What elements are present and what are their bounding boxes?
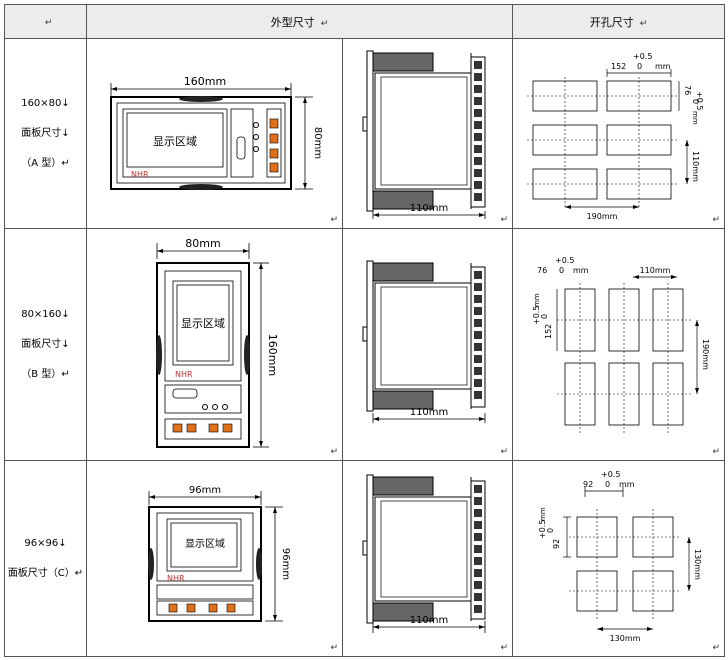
tol-plus-v: +0.5	[695, 91, 704, 110]
side-depth-label: 110mm	[410, 615, 449, 626]
tol-zero: 0	[637, 62, 642, 71]
pitch-y: 130mm	[693, 549, 702, 580]
tol-plus: +0.5	[601, 470, 620, 479]
tol-zero-v: 0	[540, 314, 549, 319]
tol-zero: 0	[559, 266, 564, 275]
front-height-label: 160mm	[266, 334, 279, 376]
terminal-block	[474, 271, 482, 399]
front-view-a: 160mm 显示区域 NHR	[86, 38, 343, 229]
cutout-view-c: +0.5 92 0 mm 92 +0.5 0	[512, 460, 725, 657]
tol-plus-v: +0.5	[538, 520, 547, 539]
brand-logo: NHR	[175, 370, 193, 379]
hole-height: 152	[544, 324, 553, 339]
row-label-c: 96×96↓ 面板尺寸（C）↵	[4, 460, 87, 657]
header-outline-title: 外型尺寸	[270, 15, 315, 29]
display-area-label: 显示区域	[153, 135, 197, 148]
cell-mark: ↵	[500, 447, 508, 457]
header-outline-mark: ↵	[320, 18, 329, 29]
tol-zero-v: 0	[546, 528, 555, 533]
side-drawing-c: 110mm	[362, 474, 486, 633]
cutout-drawing-a: +0.5 152 0 mm 76 +0.5	[527, 52, 704, 221]
side-drawing-a: 110mm	[362, 50, 486, 219]
hole-height: 76	[683, 85, 692, 95]
cell-mark: ↵	[330, 447, 338, 457]
tol-plus: +0.5	[555, 256, 574, 265]
label-line: 面板尺寸↓	[21, 127, 70, 139]
side-view-a: 110mm ↵	[342, 38, 513, 229]
hole-width: 152	[611, 62, 626, 71]
cell-mark: ↵	[330, 643, 338, 653]
label-line: 96×96↓	[24, 537, 67, 549]
header-corner-cell: ↵	[4, 4, 87, 39]
cutout-view-a: +0.5 152 0 mm 76 +0.5	[512, 38, 725, 229]
brand-logo: NHR	[167, 574, 185, 583]
pitch-x: 110mm	[640, 266, 671, 275]
unit-v: mm	[533, 293, 541, 307]
pitch-y: 110mm	[691, 151, 700, 182]
pitch-x: 130mm	[610, 634, 641, 643]
cell-mark: ↵	[500, 215, 508, 225]
front-width-label: 96mm	[189, 485, 221, 496]
label-line: 80×160↓	[21, 308, 70, 320]
front-width-label: 80mm	[185, 237, 220, 250]
corner-mark: ↵	[44, 18, 53, 28]
header-cutout-mark: ↵	[639, 18, 648, 29]
hole-width: 92	[583, 480, 593, 489]
hole-width: 76	[537, 266, 547, 275]
tol-plus: +0.5	[633, 52, 652, 61]
front-height-label: 80mm	[312, 127, 323, 159]
cutout-drawing-b: +0.5 76 0 mm 110mm 152	[532, 256, 710, 433]
pitch-y: 190mm	[701, 339, 710, 370]
front-view-b: 80mm 显示区域 NHR	[86, 228, 343, 461]
unit: mm	[573, 266, 589, 275]
header-cutout-cell: 开孔尺寸 ↵	[512, 4, 725, 39]
unit-v: mm	[691, 111, 699, 125]
front-width-label: 160mm	[184, 75, 226, 88]
cutout-view-b: +0.5 76 0 mm 110mm 152	[512, 228, 725, 461]
side-depth-label: 110mm	[410, 407, 449, 418]
table-row: 160×80↓ 面板尺寸↓ （A 型）↵ 160mm 显示区域 NHR	[4, 38, 725, 229]
side-drawing-b: 110mm	[362, 260, 486, 423]
terminal-block	[474, 61, 482, 201]
header-outline-cell: 外型尺寸 ↵	[86, 4, 513, 39]
tol-zero: 0	[605, 480, 610, 489]
side-view-c: 110mm ↵	[342, 460, 513, 657]
dimension-table: ↵ 外型尺寸 ↵ 开孔尺寸 ↵ 160×80↓ 面板尺寸↓ （A 型）↵ 160mm	[4, 4, 725, 657]
table-row: 96×96↓ 面板尺寸（C）↵ 96mm 显示区域 NHR	[4, 460, 725, 657]
side-view-b: 110mm ↵	[342, 228, 513, 461]
display-area-label: 显示区域	[181, 317, 225, 330]
label-line: 面板尺寸（C）↵	[7, 567, 84, 579]
row-label-b: 80×160↓ 面板尺寸↓ （B 型）↵	[4, 228, 87, 461]
row-label-a: 160×80↓ 面板尺寸↓ （A 型）↵	[4, 38, 87, 229]
side-depth-label: 110mm	[410, 203, 449, 214]
label-line: 面板尺寸↓	[21, 338, 70, 350]
unit: mm	[655, 62, 671, 71]
header-cutout-title: 开孔尺寸	[589, 15, 634, 29]
tol-plus-v: +0.5	[532, 306, 541, 325]
cutout-drawing-c: +0.5 92 0 mm 92 +0.5 0	[538, 470, 702, 643]
front-drawing-b: 80mm 显示区域 NHR	[156, 237, 279, 448]
brand-logo: NHR	[131, 170, 149, 179]
front-height-label: 96mm	[280, 548, 291, 580]
cell-mark: ↵	[712, 643, 720, 653]
table-row: 80×160↓ 面板尺寸↓ （B 型）↵ 80mm 显示区域 NHR	[4, 228, 725, 461]
cell-mark: ↵	[712, 215, 720, 225]
tol-zero-v: 0	[691, 99, 700, 104]
label-line: （A 型）↵	[21, 157, 70, 169]
cell-mark: ↵	[330, 215, 338, 225]
label-line: 160×80↓	[21, 97, 70, 109]
pitch-x: 190mm	[587, 212, 618, 221]
front-view-c: 96mm 显示区域 NHR 96mm	[86, 460, 343, 657]
front-drawing-c: 96mm 显示区域 NHR 96mm	[148, 485, 291, 622]
display-area-label: 显示区域	[185, 537, 225, 550]
cell-mark: ↵	[712, 447, 720, 457]
front-drawing-a: 160mm 显示区域 NHR	[110, 75, 323, 190]
cell-mark: ↵	[500, 643, 508, 653]
unit: mm	[619, 480, 635, 489]
terminal-block	[474, 485, 482, 613]
hole-height: 92	[552, 539, 561, 549]
unit-v: mm	[539, 507, 547, 521]
label-line: （B 型）↵	[21, 368, 70, 380]
